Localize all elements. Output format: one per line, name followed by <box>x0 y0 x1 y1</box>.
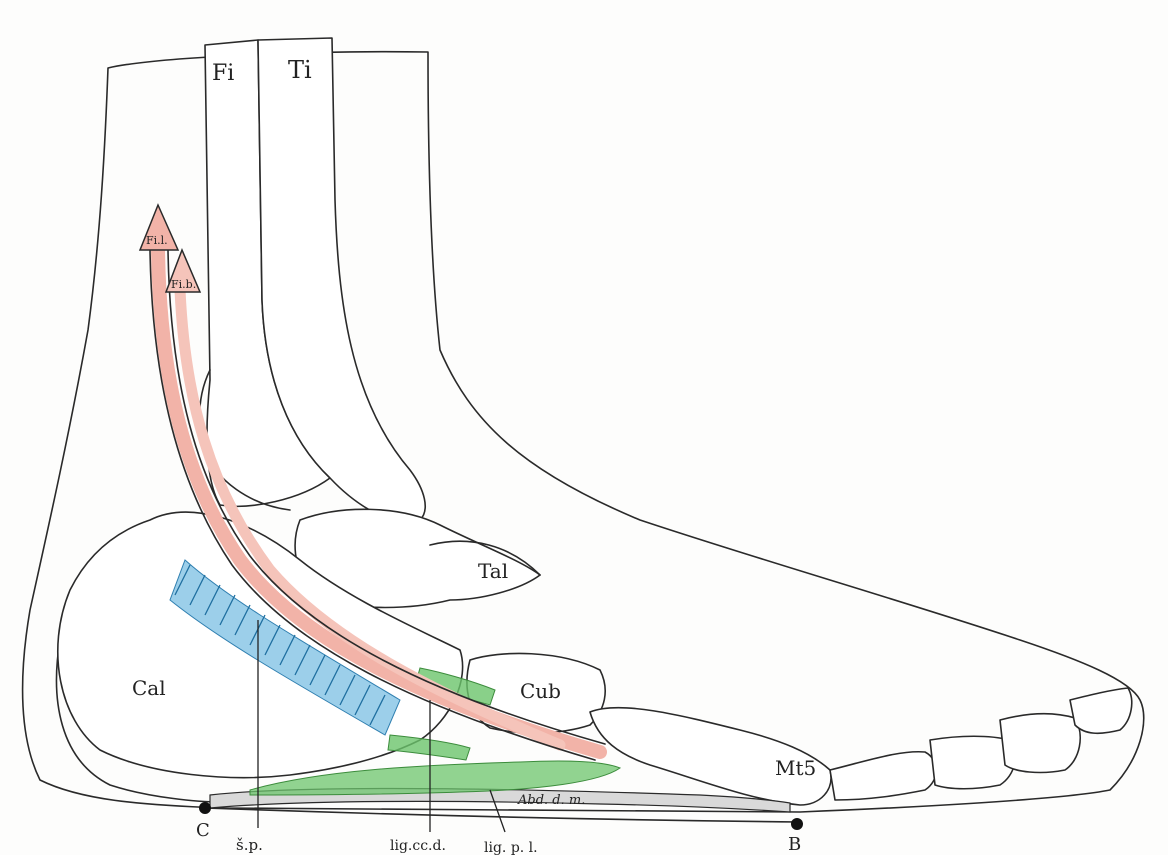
fibularis-longus-label: Fi.l. <box>146 234 168 247</box>
sp-label: š.p. <box>236 836 263 854</box>
metatarsal5-label: Mt5 <box>775 756 816 780</box>
point-c-label: C <box>196 820 210 841</box>
abductor-label: Abd. d. m. <box>517 793 585 808</box>
toe-3 <box>1000 714 1080 773</box>
lig-pl-label: lig. p. l. <box>484 840 538 855</box>
talus-label: Tal <box>478 559 508 583</box>
toe-1 <box>830 752 936 800</box>
fibula-label: Fi <box>212 61 234 86</box>
tibia-label: Ti <box>288 56 312 84</box>
calcaneus-label: Cal <box>132 676 166 700</box>
point-c-marker <box>199 802 211 814</box>
point-b-label: B <box>788 834 801 855</box>
point-b-marker <box>791 818 803 830</box>
cuboid-label: Cub <box>520 679 561 703</box>
toe-4 <box>1070 688 1132 733</box>
lig-ccd-label: lig.cc.d. <box>390 838 446 854</box>
fibularis-brevis-label: Fi.b. <box>171 278 196 291</box>
calcaneocuboid-ligament-lower <box>388 735 470 760</box>
